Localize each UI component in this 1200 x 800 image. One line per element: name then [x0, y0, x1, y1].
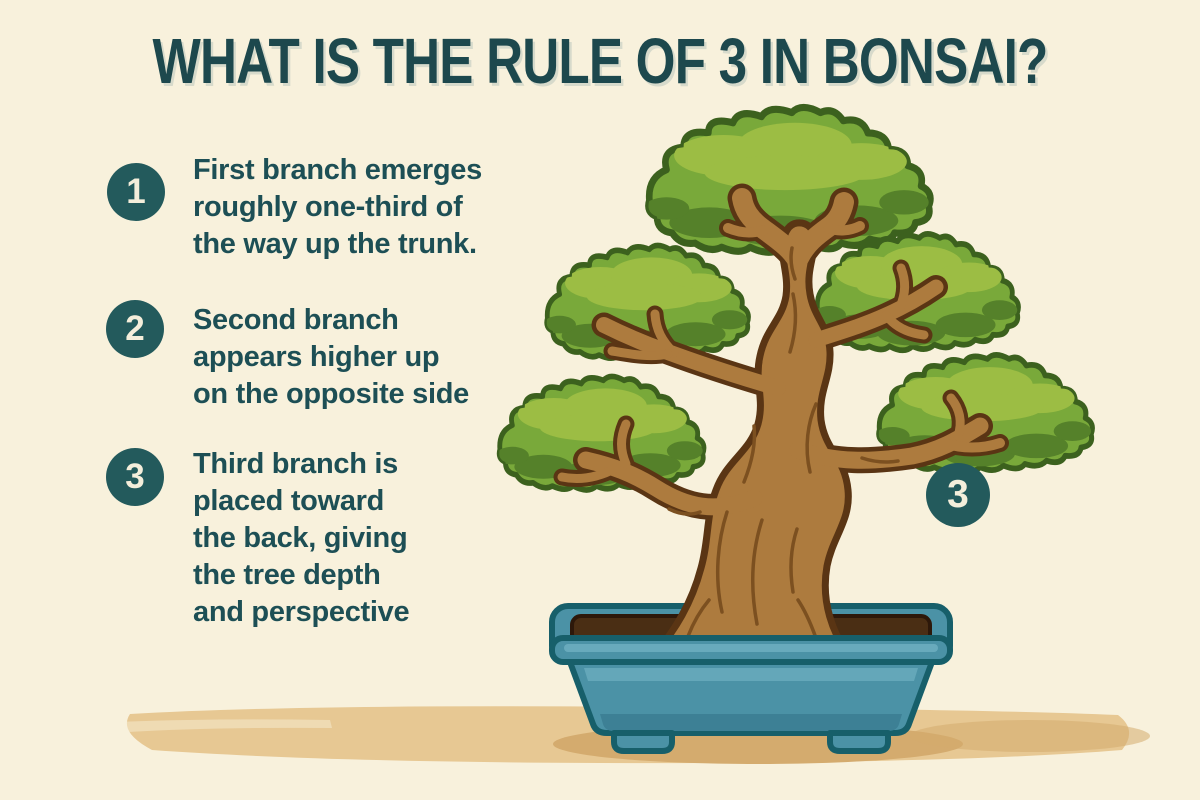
step-2-text: Second branch appears higher up on the o… — [193, 302, 469, 413]
step-3-badge: 3 — [106, 448, 164, 506]
step-2-number: 2 — [125, 309, 145, 348]
step-line: roughly one-third of — [193, 191, 463, 223]
tree-step-3-marker: 3 — [926, 463, 990, 527]
step-2-badge: 2 — [106, 300, 164, 358]
step-line: First branch emerges — [193, 154, 482, 186]
step-line: the back, giving — [193, 522, 408, 554]
pot-foot-left — [614, 733, 672, 751]
step-line: Second branch — [193, 304, 399, 336]
step-line: placed toward — [193, 485, 385, 517]
step-line: appears higher up — [193, 341, 440, 373]
step-line: Third branch is — [193, 448, 398, 480]
step-line: the way up the trunk. — [193, 228, 477, 260]
pot-foot-right — [830, 733, 888, 751]
brush-texture — [118, 719, 332, 732]
bark-texture — [667, 246, 900, 652]
step-line: on the opposite side — [193, 378, 469, 410]
step-1-badge: 1 — [107, 163, 165, 221]
page-title: WHAT IS THE RULE OF 3 IN BONSAI? — [152, 25, 1048, 97]
step-1-number: 1 — [126, 172, 146, 211]
step-1-text: First branch emerges roughly one-third o… — [193, 152, 482, 263]
step-line: and perspective — [193, 596, 410, 628]
tree-step-3-marker-number: 3 — [947, 473, 969, 516]
step-3-text: Third branch is placed toward the back, … — [193, 446, 410, 631]
ground-shade — [910, 720, 1150, 752]
step-3-number: 3 — [125, 457, 145, 496]
step-line: the tree depth — [193, 559, 381, 591]
pot — [549, 635, 953, 751]
